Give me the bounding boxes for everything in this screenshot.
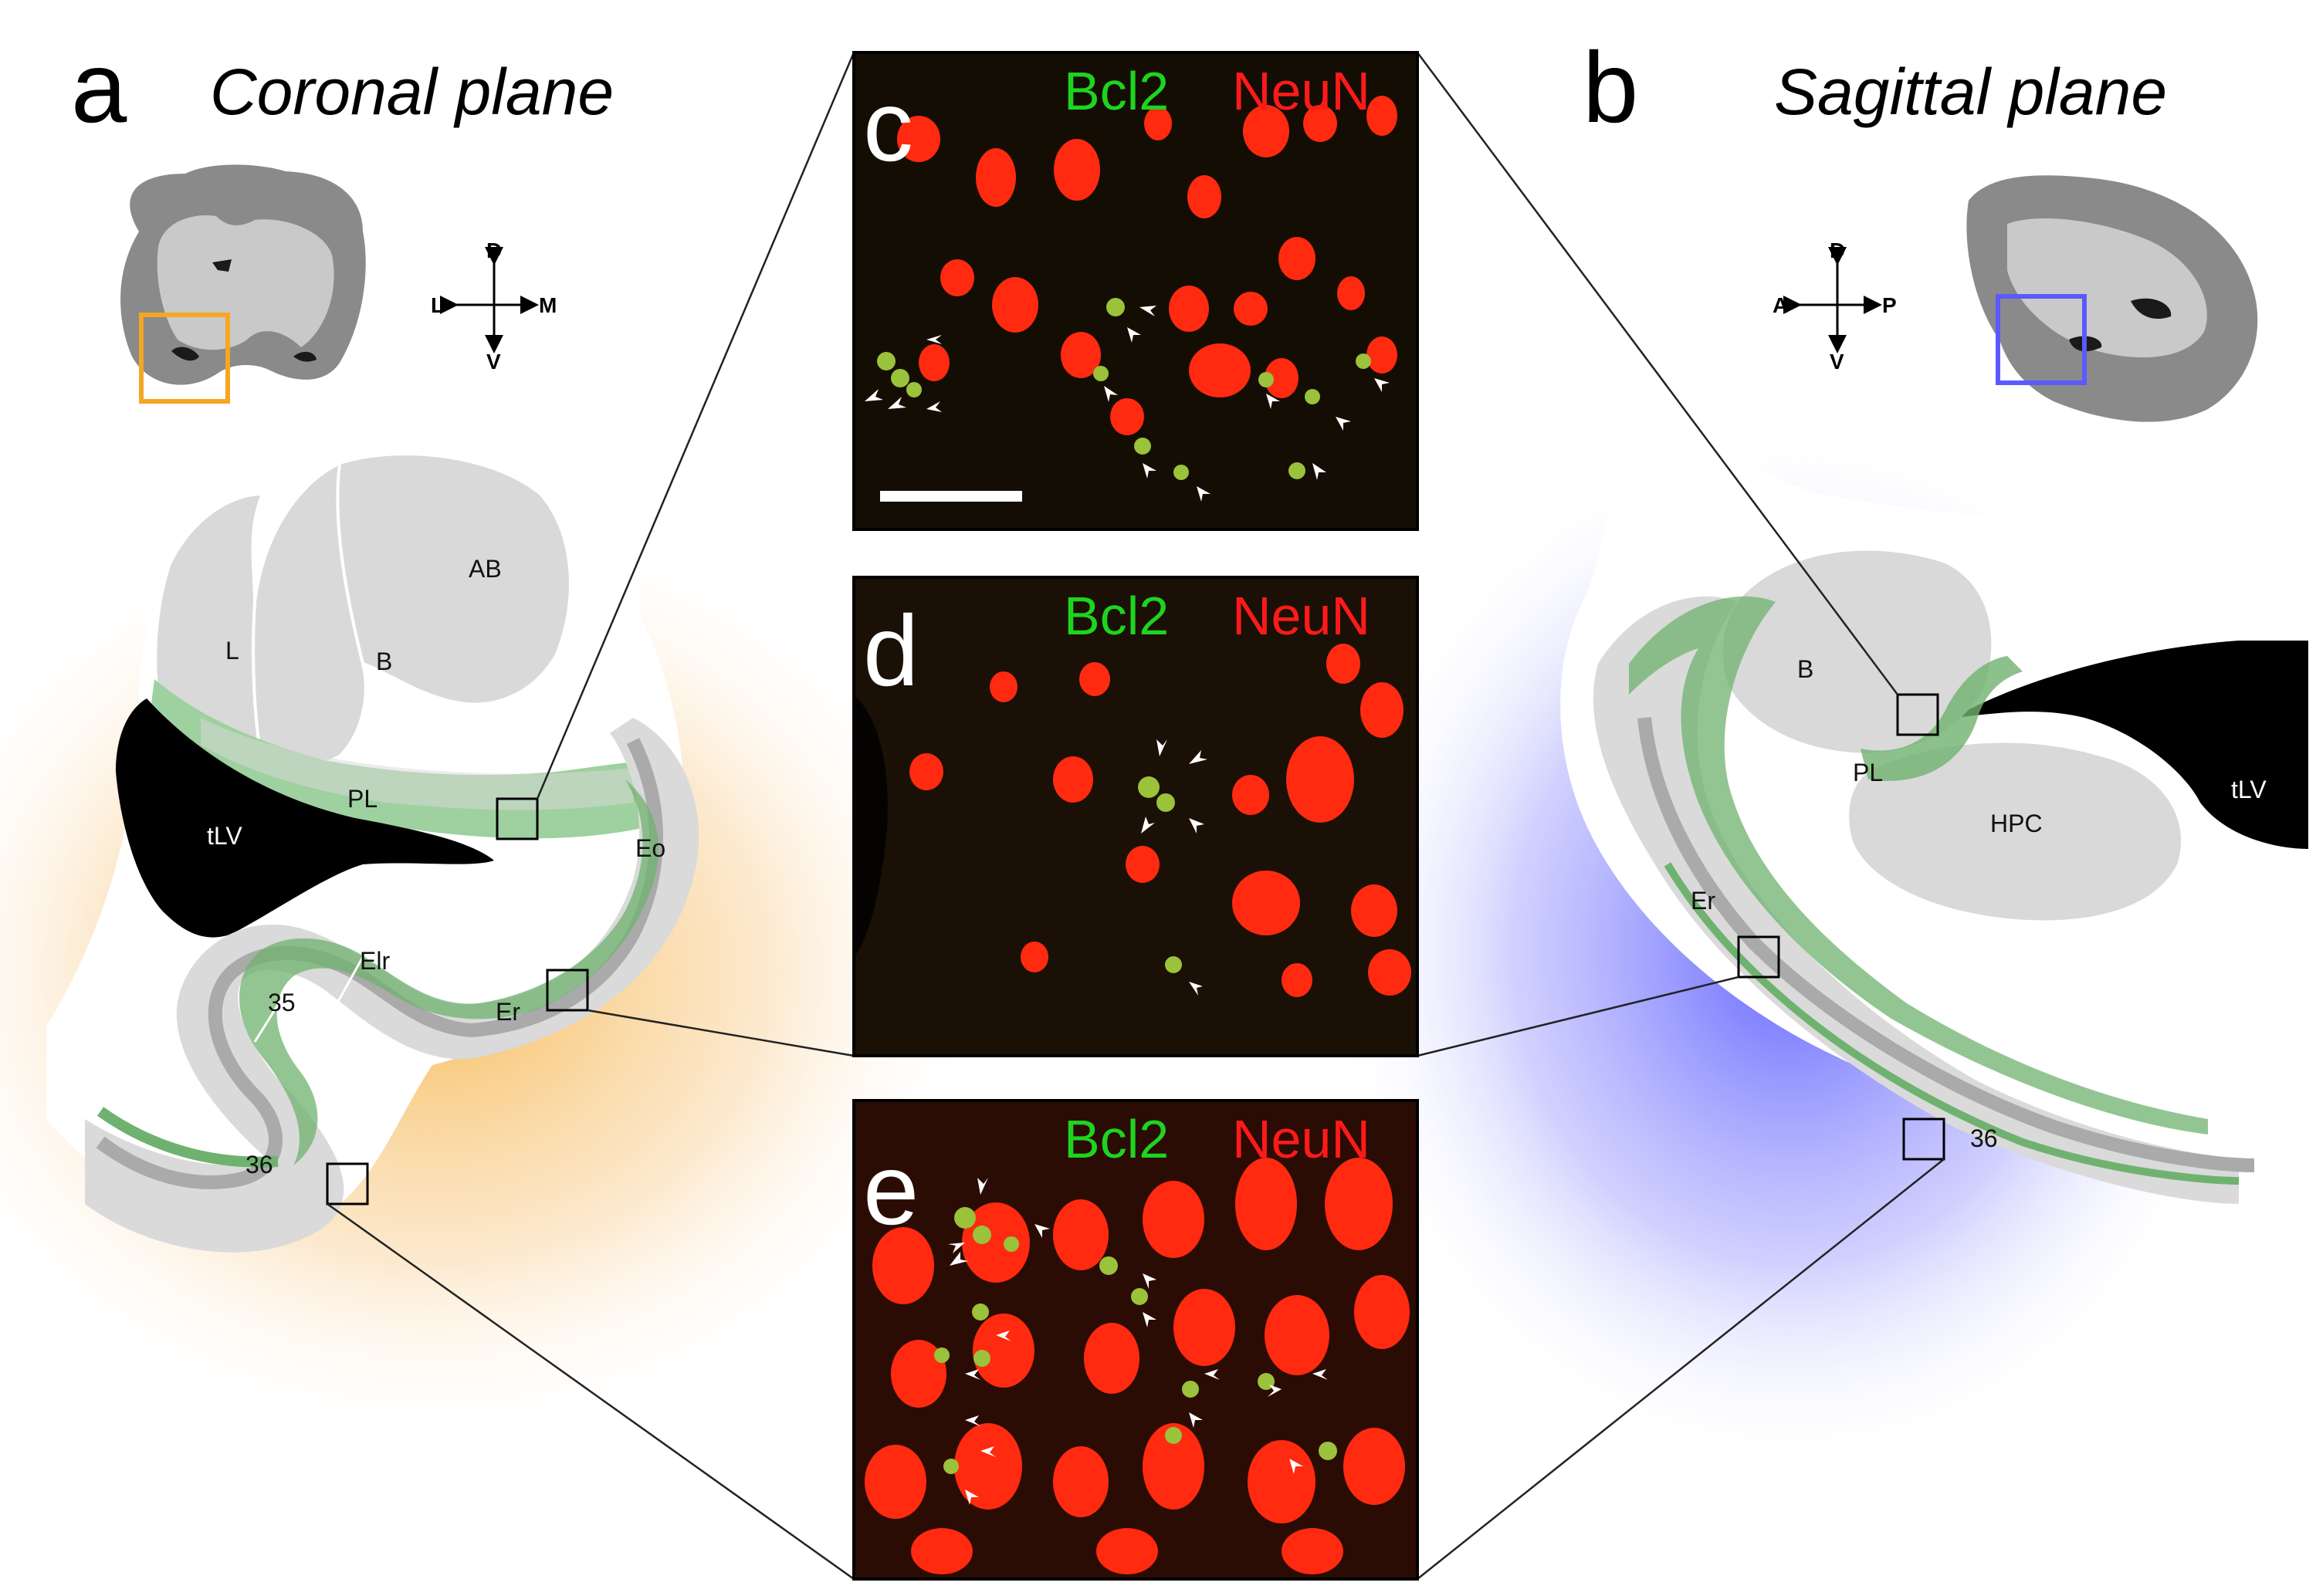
nucleus-ab [336,452,572,706]
neun-cells-d [909,644,1411,997]
bcl2-cells-d [1138,776,1182,973]
panel-d-stain-bcl2: Bcl2 [1064,586,1169,646]
panel-d-stain-neun: NeuN [1232,586,1370,646]
label-b: B [376,648,392,675]
sag-label-pl: PL [1853,759,1883,786]
micrograph-e: e Bcl2 NeuN [852,1099,1419,1581]
coronal-compass: D V L M [431,238,557,374]
sag-label-tlv: tLV [2231,776,2267,803]
arrowheads-d [1141,739,1207,996]
panel-a-title: Coronal plane [210,56,614,128]
panel-d-letter: d [863,594,919,707]
bcl2-cells-e [934,1207,1337,1474]
sagittal-roi-e [1902,1118,1945,1161]
neun-cells-e [865,1158,1410,1574]
panel-e-stain-bcl2: Bcl2 [1064,1109,1169,1169]
compass-sag-ventral-label: V [1830,350,1844,374]
micrograph-d: d Bcl2 NeuN [852,576,1419,1057]
sag-label-b: B [1797,655,1813,683]
coronal-roi-c [496,797,539,840]
nucleus-pl-core [201,718,633,810]
panel-a-letter: a [71,31,127,144]
sagittal-nucleus-b [1722,550,1992,753]
label-35: 35 [268,989,296,1016]
compass-anterior-label: A [1773,293,1788,317]
label-l: L [225,637,239,664]
neun-cells-c [897,96,1397,435]
sag-label-36: 36 [1970,1124,1998,1152]
sagittal-roi-d [1737,935,1780,979]
label-pl: PL [347,785,378,813]
label-36: 36 [245,1151,273,1178]
panel-e-letter: e [863,1133,919,1246]
label-elr: Elr [360,947,390,975]
coronal-roi-d [546,969,589,1012]
panel-c-stain-neun: NeuN [1232,61,1370,121]
micrograph-c: c Bcl2 NeuN [852,51,1419,531]
coronal-roi-e [326,1162,369,1205]
panel-b-title: Sagittal plane [1774,56,2167,128]
compass-dorsal-label: D [486,238,502,262]
label-er: Er [496,998,520,1026]
panel-c-stain-bcl2: Bcl2 [1064,61,1169,121]
scale-bar [880,491,1022,502]
nucleus-l [154,492,265,767]
compass-lateral-label: L [431,293,444,317]
panel-b-letter: b [1583,31,1638,144]
coronal-entorhinal-ribbon [85,718,699,1253]
compass-medial-label: M [539,293,557,317]
sagittal-compass: D V A P [1773,238,1897,374]
compass-posterior-label: P [1882,293,1897,317]
arrowheads-c [865,306,1390,502]
compass-ventral-label: V [486,350,501,374]
panel-e-stain-neun: NeuN [1232,1109,1370,1169]
sagittal-brain-thumbnail [1966,175,2258,422]
ventricle-tlv [116,698,494,938]
panel-c-letter: c [863,69,913,182]
sagittal-nucleus-hpc [1849,742,2182,921]
sagittal-ventricle-tlv [1953,641,2308,849]
sagittal-entorhinal-ribbon [1593,596,2255,1204]
panel-a-coronal: a Coronal plane D V L M [0,31,988,1451]
coronal-brain-thumbnail [120,164,366,404]
bcl2-cells-c [877,298,1371,480]
label-eo: Eo [635,834,665,862]
coronal-amygdala [116,452,679,938]
coronal-roi-box [139,313,230,404]
compass-sag-dorsal-label: D [1830,238,1845,262]
arrowheads-e [948,1178,1328,1505]
sag-label-er: Er [1691,887,1715,915]
label-ab: AB [469,555,502,583]
label-tlv: tLV [207,822,242,850]
connector-lines [327,52,1945,1581]
sagittal-roi-c [1896,693,1939,736]
sag-label-hpc: HPC [1990,810,2043,837]
sagittal-roi-box [1996,294,2087,385]
panel-b-sagittal: b Sagittal plane D V A P [1328,31,2316,1474]
